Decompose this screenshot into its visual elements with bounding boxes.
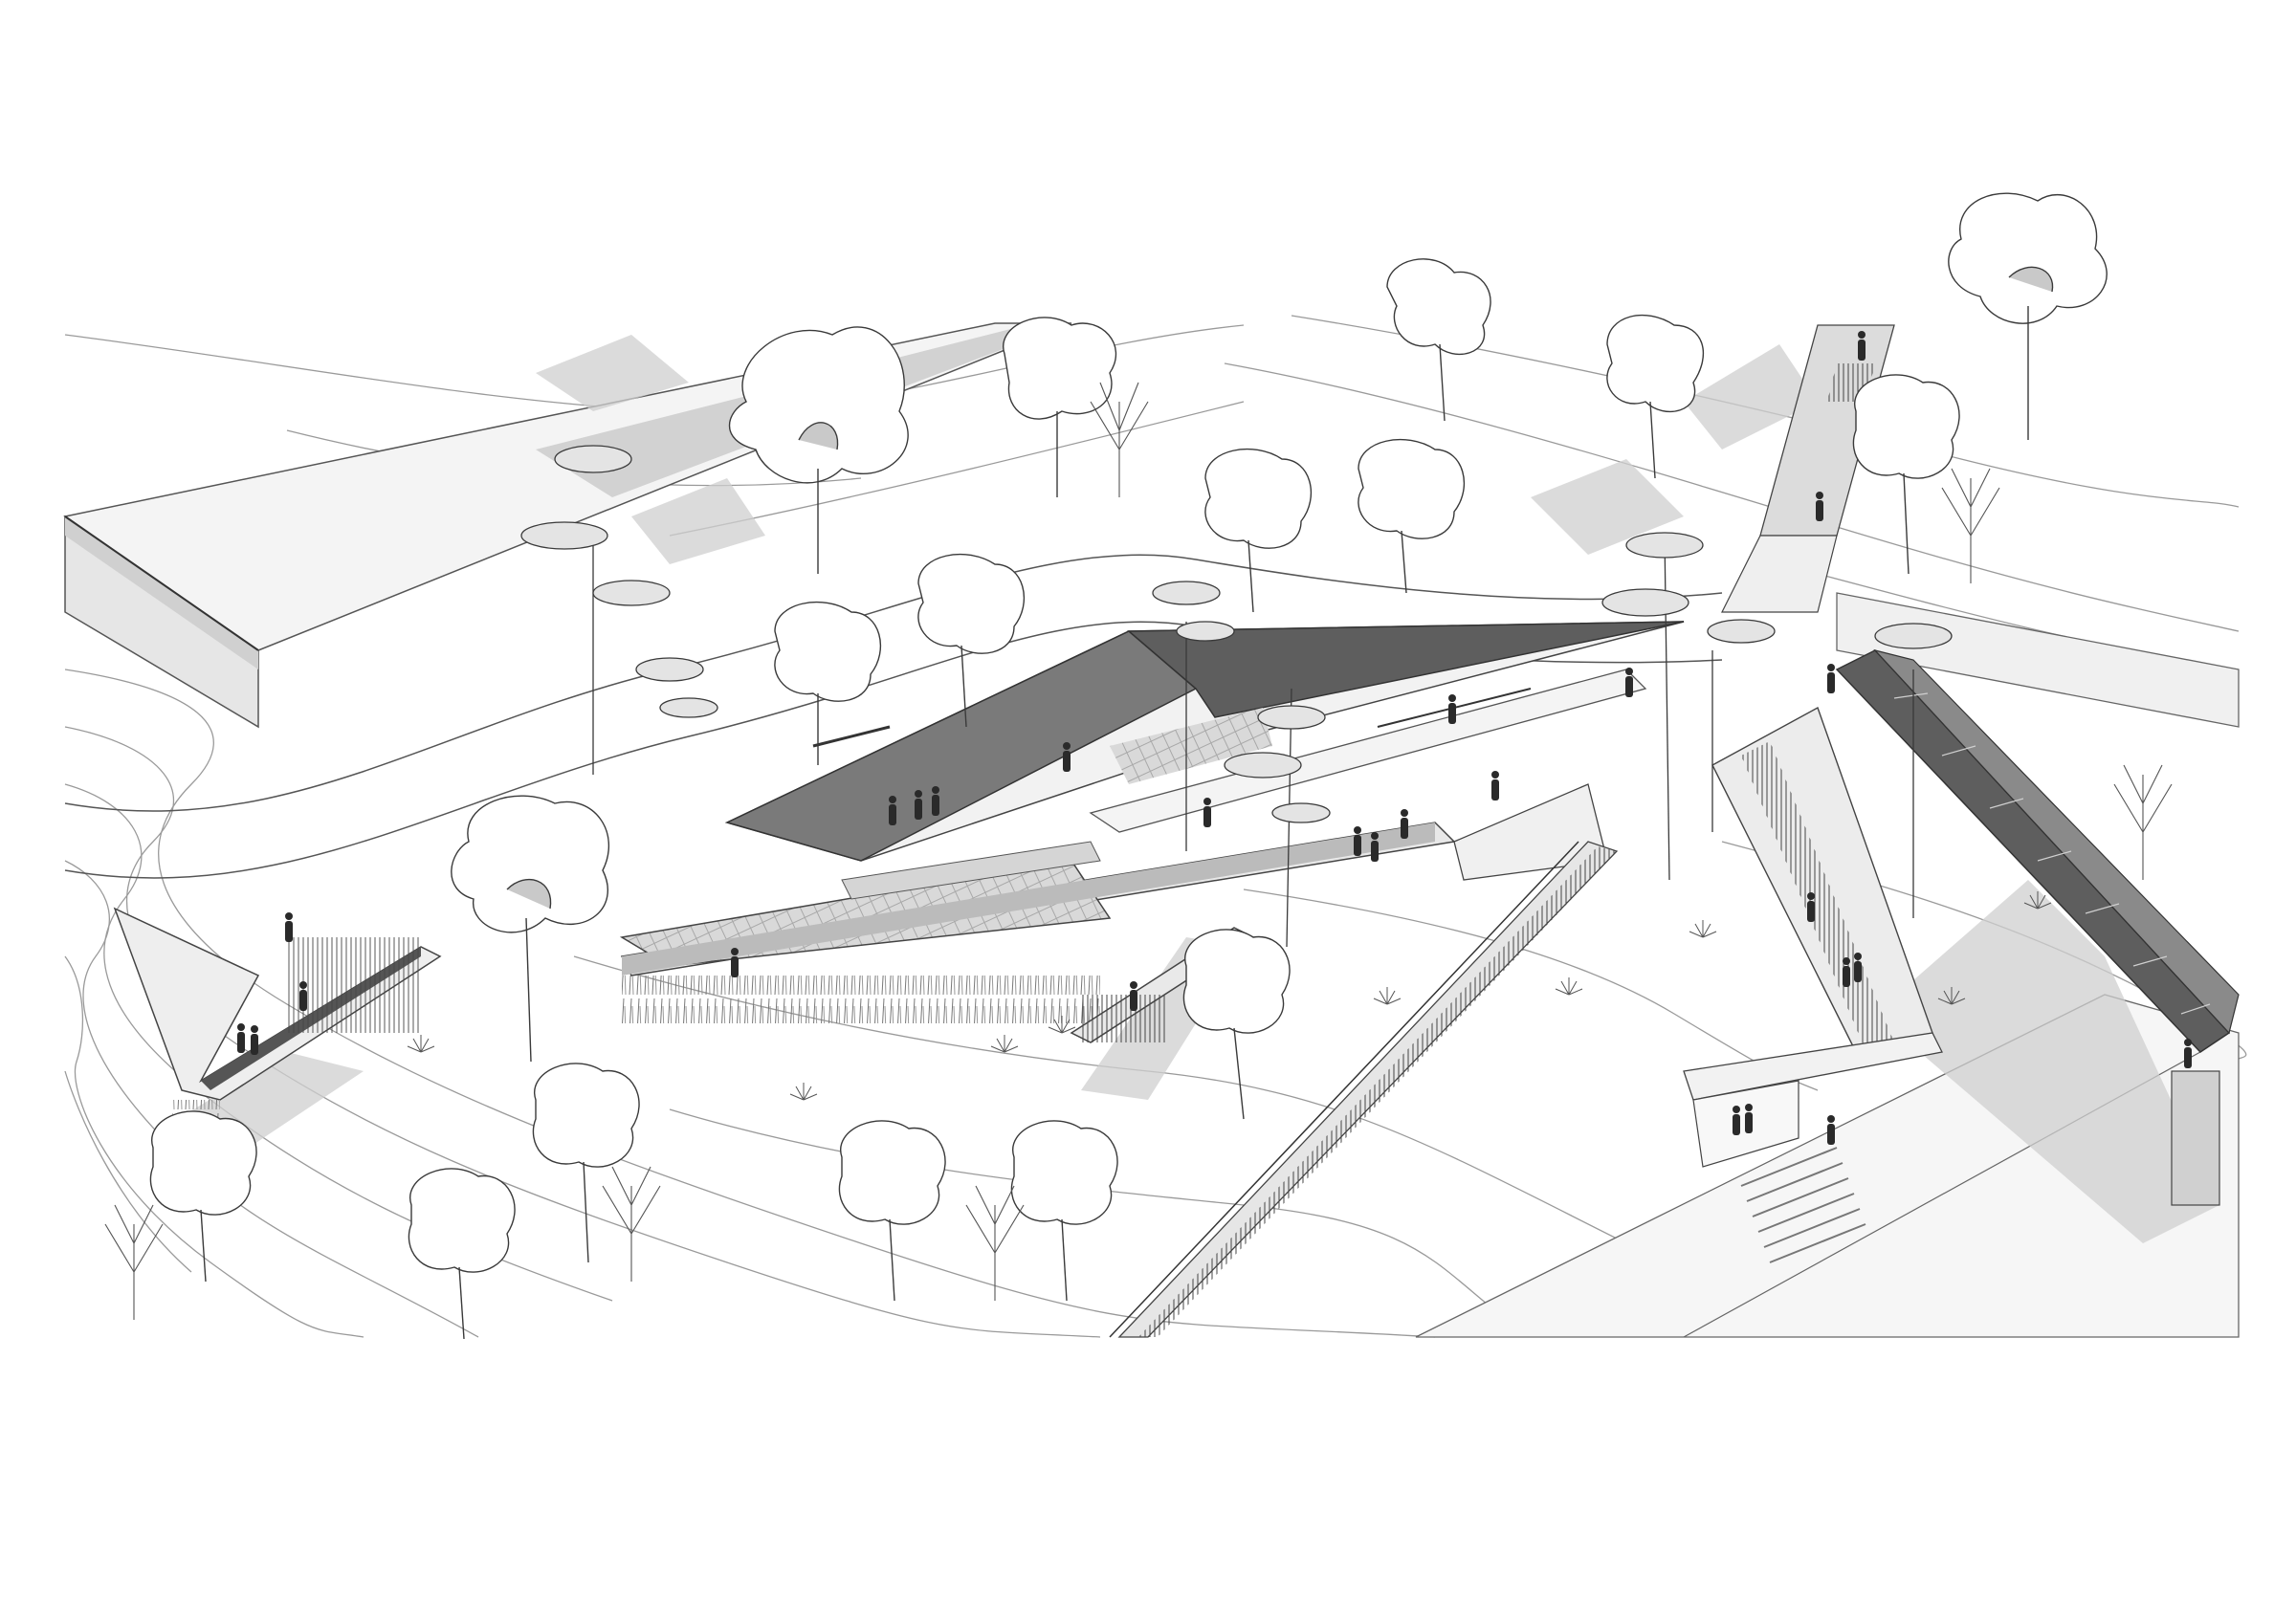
tree: [149, 1110, 257, 1283]
person: [1130, 981, 1137, 1011]
person: [1745, 1104, 1753, 1133]
bare-tree: [965, 1185, 1025, 1301]
bare-tree: [104, 1204, 164, 1320]
person: [1827, 664, 1835, 693]
tree: [728, 326, 909, 574]
tree: [1948, 192, 2108, 440]
person: [1371, 832, 1379, 862]
person: [1625, 668, 1633, 697]
person: [1448, 694, 1456, 724]
person: [285, 912, 293, 942]
person: [1491, 771, 1499, 801]
person: [1843, 957, 1850, 987]
tree: [1852, 374, 1960, 575]
person: [251, 1025, 258, 1055]
pine-tree: [1224, 688, 1331, 948]
person: [1858, 331, 1866, 361]
person: [237, 1023, 245, 1053]
bare-tree: [1941, 468, 2000, 583]
person: [889, 796, 896, 825]
person: [915, 790, 922, 820]
person: [1354, 826, 1361, 856]
diagonal-staircase: [1109, 841, 1619, 1338]
bare-tree: [1090, 382, 1149, 497]
tree: [774, 601, 882, 765]
pine-tree: [1601, 532, 1704, 881]
bare-tree: [2113, 764, 2173, 880]
person: [2184, 1039, 2192, 1068]
people: [237, 331, 2192, 1145]
person: [1063, 742, 1071, 772]
person: [1807, 892, 1815, 922]
tree: [1003, 317, 1116, 497]
bare-tree: [602, 1166, 661, 1282]
tree: [1204, 448, 1313, 613]
person: [932, 786, 939, 816]
upper-stair-walkway: [1721, 324, 1895, 613]
tree: [532, 1063, 640, 1263]
person: [1203, 798, 1211, 827]
person: [731, 948, 739, 977]
pine-tree: [520, 445, 718, 775]
tree: [1182, 929, 1291, 1120]
tree: [1358, 438, 1466, 594]
tree: [1010, 1120, 1118, 1302]
person: [1827, 1115, 1835, 1145]
shrubs: [407, 891, 2052, 1101]
tree: [917, 553, 1026, 728]
crosswalk: [1740, 1147, 1866, 1263]
pine-trees: [520, 445, 1953, 948]
person: [1816, 492, 1823, 521]
tree: [1606, 314, 1704, 479]
covered-footbridge: [1835, 648, 2240, 1206]
tree: [838, 1120, 946, 1302]
person: [1401, 809, 1408, 839]
pine-tree: [1874, 623, 1953, 918]
pine-tree: [1707, 619, 1776, 832]
bare-trees: [104, 382, 2173, 1320]
person: [1733, 1106, 1740, 1135]
pine-tree: [1152, 581, 1235, 851]
central-pavilion: [619, 621, 1685, 1023]
tree: [408, 1168, 516, 1340]
tree: [451, 795, 609, 1063]
person: [299, 981, 307, 1011]
tree: [1386, 258, 1491, 422]
deciduous-trees: [149, 192, 2108, 1340]
person: [1854, 953, 1862, 982]
